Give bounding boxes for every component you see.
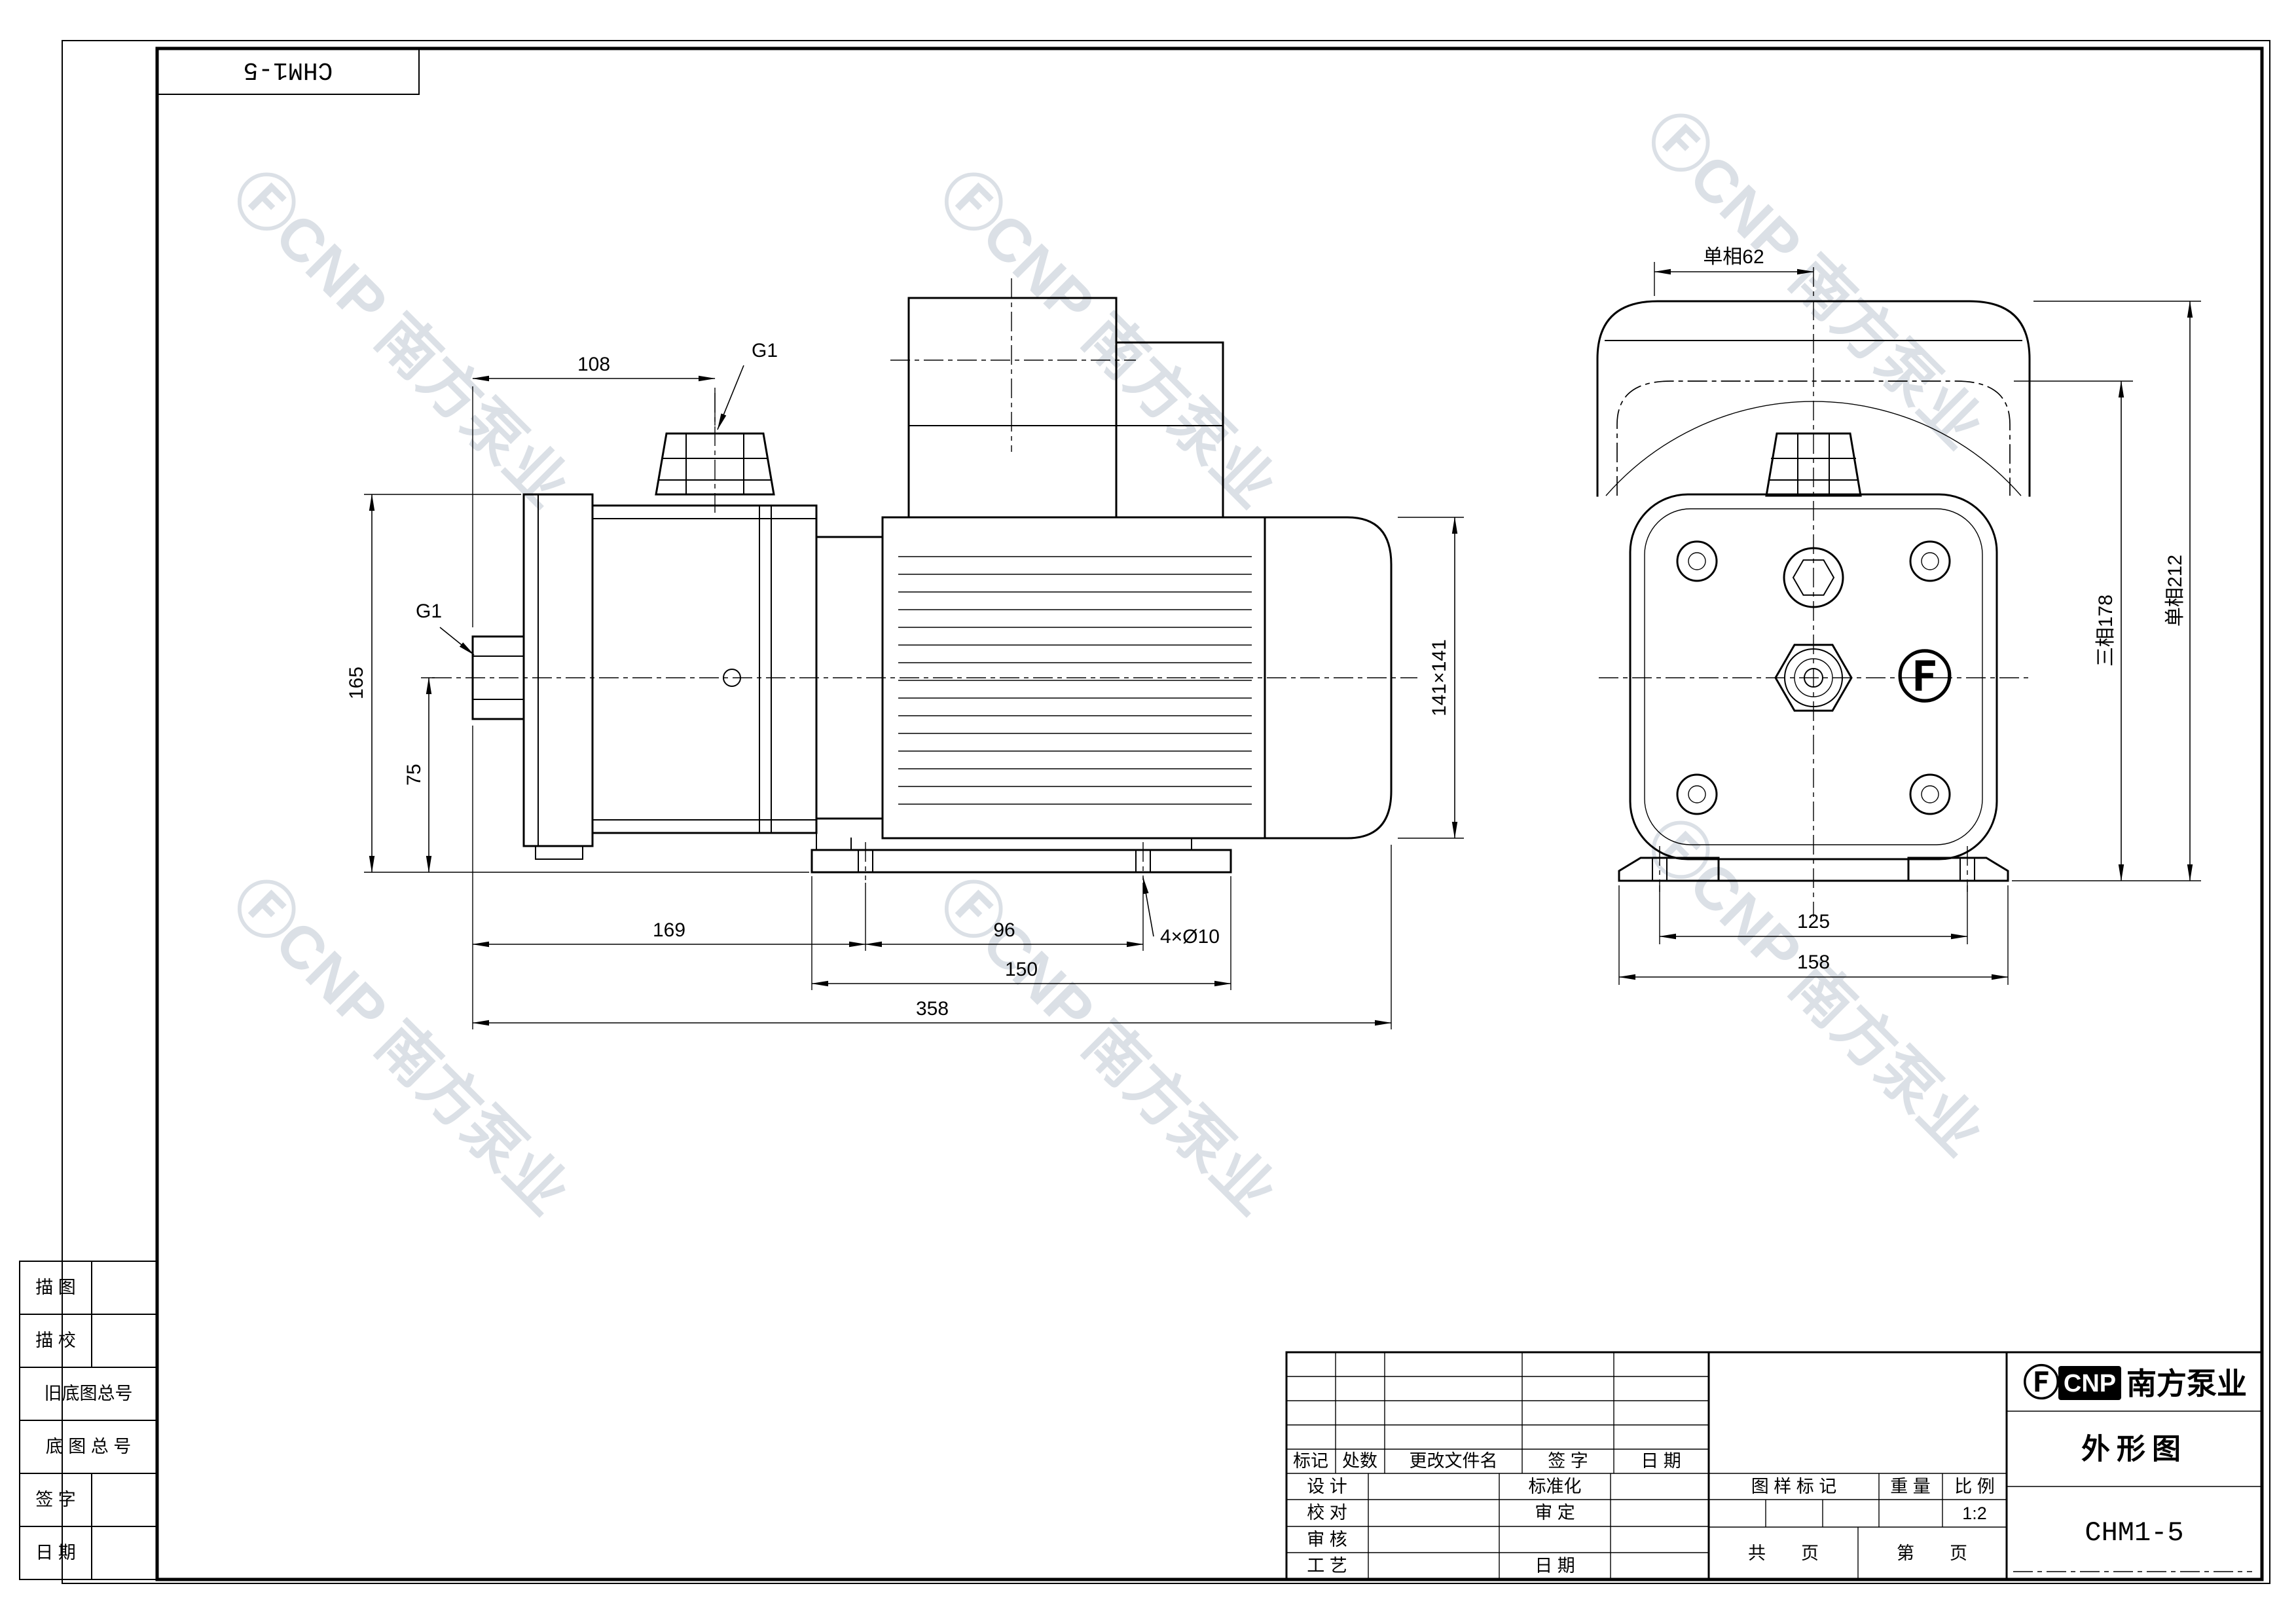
dim-358-label: 358 xyxy=(916,998,949,1020)
side-view-dimensions: 108 G1 G1 165 75 141×141 169 96 4×Ø10 15… xyxy=(346,340,1464,1029)
inner-frame xyxy=(155,46,2264,1581)
corner-bolt-hole xyxy=(1909,540,1951,582)
end-view-pump-drawing: Ⓕ xyxy=(1596,267,2031,917)
corner-label-border xyxy=(156,48,420,95)
left-margin-column: 描 图 描 校 旧底图总号 底 图 总 号 签 字 日 期 xyxy=(19,1261,158,1580)
bolt-holes-note: 4×Ø10 xyxy=(1160,926,1220,948)
dim-169-label: 169 xyxy=(653,919,685,941)
priming-plug-hex xyxy=(1792,559,1835,596)
dim-108-label: 108 xyxy=(577,354,610,375)
extension-lines xyxy=(1618,262,2201,985)
dim-three-phase-178-label: 三相178 xyxy=(2095,595,2117,667)
end-view-dimensions: 单相62 单相212 三相178 125 158 xyxy=(1618,246,2201,985)
company-name-en: CNP xyxy=(2064,1370,2116,1397)
sheet-frame xyxy=(62,40,2270,1584)
end-view-centerlines xyxy=(1599,267,2028,917)
dim-125-label: 125 xyxy=(1797,911,1830,932)
margin-cell-blank xyxy=(91,1526,158,1580)
margin-label-signature: 签 字 xyxy=(35,1490,76,1509)
corner-bolt-hole xyxy=(1676,540,1718,582)
side-view-centerlines xyxy=(432,278,1417,880)
st-header-weight: 重 量 xyxy=(1890,1477,1931,1496)
leader-g1-discharge xyxy=(717,365,744,430)
corner-bolt-hole xyxy=(1909,773,1951,815)
title-block-main-dividers xyxy=(1707,1351,2008,1581)
sign-label-audit: 审 核 xyxy=(1307,1530,1347,1549)
signature-grid xyxy=(1286,1473,1709,1579)
sign-label-approve: 审 定 xyxy=(1535,1503,1575,1522)
revision-col-count: 处数 xyxy=(1342,1451,1377,1471)
motor-fins xyxy=(898,556,1252,805)
corner-label-box: CHM1-5 xyxy=(156,48,420,95)
sign-label-standardize: 标准化 xyxy=(1529,1477,1582,1496)
g1-suction-label: G1 xyxy=(416,600,442,622)
revision-col-sign: 签 字 xyxy=(1548,1451,1588,1471)
dim-158-label: 158 xyxy=(1797,951,1830,973)
corner-bolt-hole-inner xyxy=(1921,552,1939,570)
sign-label-process: 工 艺 xyxy=(1307,1556,1347,1576)
revision-col-mark: 标记 xyxy=(1293,1451,1328,1471)
title-block-border xyxy=(1285,1351,2263,1581)
stamp-grid xyxy=(1709,1473,2007,1579)
corner-model-label: CHM1-5 xyxy=(244,56,333,84)
sign-label-check: 校 对 xyxy=(1307,1503,1347,1522)
corner-bolt-hole xyxy=(1676,773,1718,815)
document-type-label: 外形图 xyxy=(2081,1433,2187,1466)
margin-label-master-no: 底 图 总 号 xyxy=(46,1437,132,1456)
terminal-box-side xyxy=(1115,341,1224,519)
dim-141x141-label: 141×141 xyxy=(1429,639,1450,716)
dim-single-phase-62-label: 单相62 xyxy=(1703,246,1764,268)
margin-label-trace: 描 图 xyxy=(35,1278,76,1297)
pages-total: 共 页 xyxy=(1748,1543,1819,1563)
scale-value: 1:2 xyxy=(1962,1504,1987,1523)
dim-150-label: 150 xyxy=(1005,959,1038,980)
company-name-cn: 南方泵业 xyxy=(2126,1367,2247,1401)
leader-bolt-holes xyxy=(1142,877,1154,937)
sign-label-design: 设 计 xyxy=(1307,1477,1347,1496)
st-header-scale: 比 例 xyxy=(1954,1477,1995,1496)
st-header-mark: 图 样 标 记 xyxy=(1751,1477,1837,1496)
dim-single-phase-212-label: 单相212 xyxy=(2164,555,2186,627)
name-area-rows xyxy=(2007,1411,2262,1487)
corner-bolt-hole-inner xyxy=(1688,785,1706,803)
discharge-port-hex xyxy=(655,432,775,496)
dim-165-label: 165 xyxy=(346,667,367,699)
outer-border xyxy=(62,40,2270,1584)
cnp-logo-icon: Ⓕ xyxy=(2023,1363,2060,1404)
dim-75-label: 75 xyxy=(403,764,425,785)
revision-col-file: 更改文件名 xyxy=(1410,1451,1498,1471)
leader-g1-suction xyxy=(439,627,475,655)
cnp-logo-block xyxy=(2058,1366,2121,1400)
sign-label-date: 日 期 xyxy=(1535,1556,1575,1576)
title-block: 标记 处数 更改文件名 签 字 日 期 设 计 标准化 校 对 审 定 审 核 … xyxy=(1285,1351,2263,1581)
corner-bolt-hole-inner xyxy=(1688,552,1706,570)
side-view-pump-drawing xyxy=(432,278,1417,880)
margin-label-date: 日 期 xyxy=(35,1543,76,1562)
revision-table-grid xyxy=(1286,1352,1709,1474)
base-plate xyxy=(811,849,1232,874)
side-view-details xyxy=(472,425,1224,873)
revision-col-date: 日 期 xyxy=(1641,1451,1681,1471)
margin-label-trace-check: 描 校 xyxy=(35,1331,76,1350)
model-number-label: CHM1-5 xyxy=(2085,1517,2183,1549)
pages-current: 第 页 xyxy=(1897,1543,1967,1563)
margin-label-old-master: 旧底图总号 xyxy=(45,1384,133,1403)
dim-96-label: 96 xyxy=(993,919,1015,941)
corner-bolt-hole-inner xyxy=(1921,785,1939,803)
g1-discharge-label: G1 xyxy=(752,340,778,361)
